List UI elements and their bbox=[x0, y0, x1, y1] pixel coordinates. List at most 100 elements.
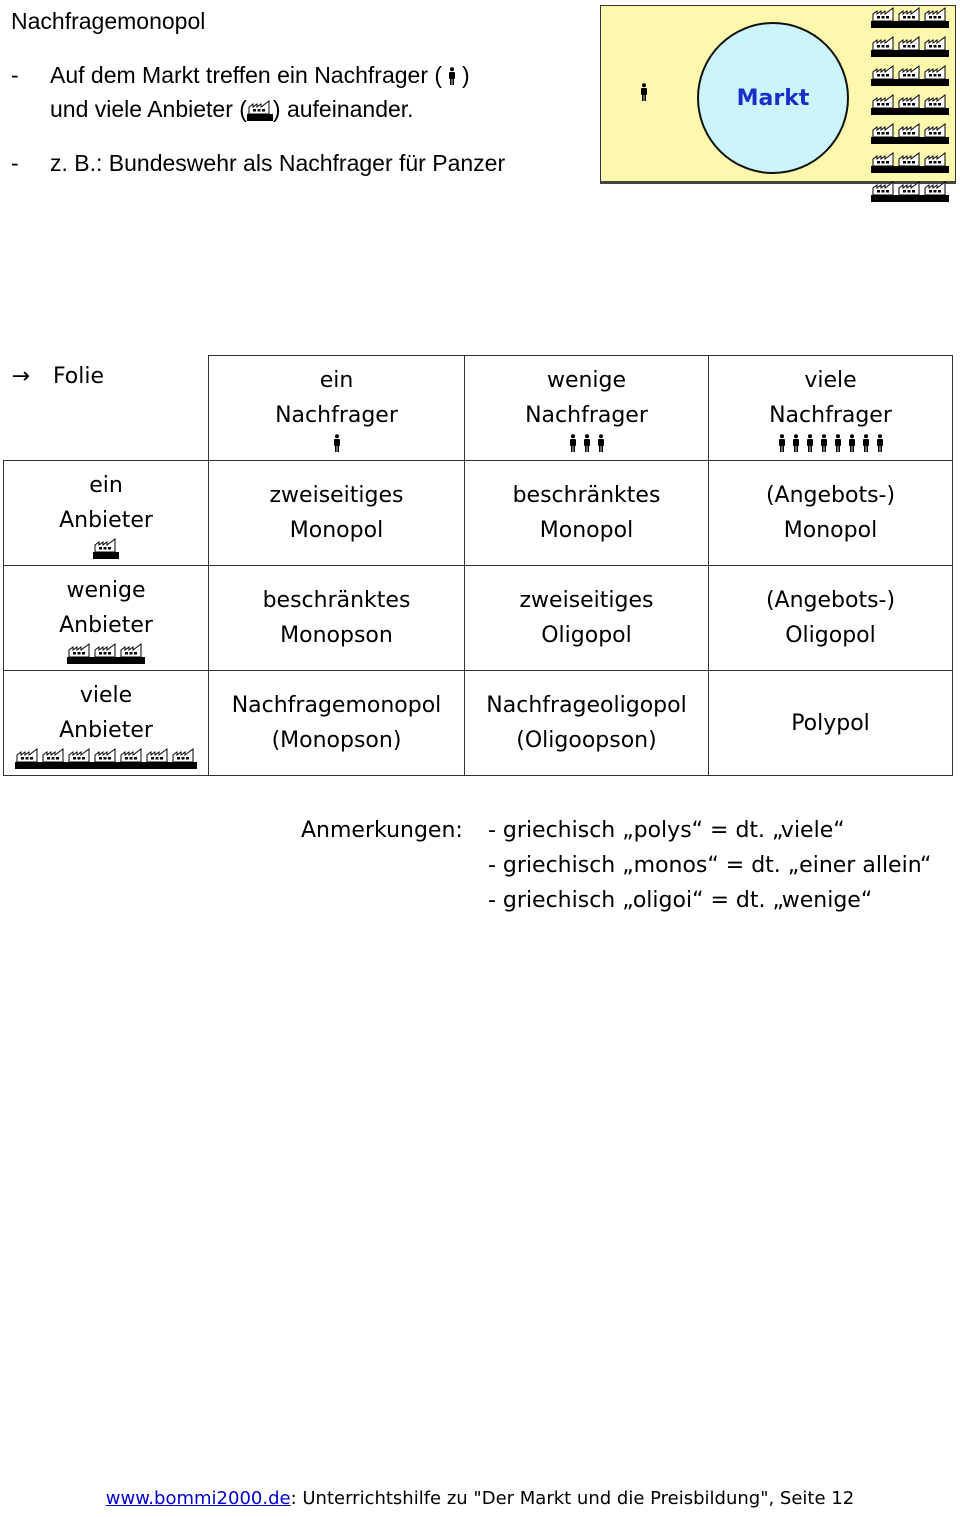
factory-icons bbox=[4, 537, 208, 559]
person-icon bbox=[569, 434, 577, 452]
table-cell: Nachfrageoligopol(Oligoopson) bbox=[464, 670, 709, 776]
factory-grid bbox=[871, 6, 949, 202]
notes-list: - griechisch „polys“ = dt. „viele“ - gri… bbox=[488, 813, 931, 918]
factory-icon bbox=[67, 642, 93, 664]
text: Oligopol bbox=[785, 623, 876, 648]
person-icon bbox=[792, 434, 800, 452]
person-icon bbox=[583, 434, 591, 452]
factory-icon bbox=[93, 642, 119, 664]
text: viele bbox=[79, 683, 133, 708]
text: Nachfragemonopol bbox=[231, 693, 442, 718]
factory-icon bbox=[897, 180, 923, 202]
person-icon bbox=[820, 434, 828, 452]
table-cell: Polypol bbox=[708, 670, 953, 776]
factory-icon bbox=[119, 642, 145, 664]
bullet-2: z. B.: Bundeswehr als Nachfrager für Pan… bbox=[50, 150, 506, 176]
factory-icon bbox=[871, 64, 897, 86]
factory-icon bbox=[871, 122, 897, 144]
text: Monopol bbox=[783, 518, 878, 543]
text: zweiseitiges bbox=[269, 483, 404, 508]
folie-label: Folie bbox=[52, 363, 105, 389]
person-icon bbox=[806, 434, 814, 452]
text: (Monopson) bbox=[271, 728, 402, 753]
factory-icon bbox=[93, 747, 119, 769]
person-icon bbox=[848, 434, 856, 452]
factory-icon bbox=[923, 6, 949, 28]
text: zweiseitiges bbox=[519, 588, 654, 613]
note-item: - griechisch „oligoi“ = dt. „wenige“ bbox=[488, 888, 873, 913]
factory-icon bbox=[897, 93, 923, 115]
factory-icon bbox=[897, 122, 923, 144]
person-icon bbox=[862, 434, 870, 452]
bullet-dash: - bbox=[11, 62, 19, 88]
factory-icon bbox=[871, 93, 897, 115]
text: (Angebots-) bbox=[765, 483, 896, 508]
person-icons bbox=[209, 433, 464, 453]
factory-icon bbox=[923, 35, 949, 57]
factory-icon bbox=[119, 747, 145, 769]
table-cell: (Angebots-) Monopol bbox=[708, 460, 953, 566]
footer: www.bommi2000.de: Unterrichtshilfe zu "D… bbox=[0, 1488, 960, 1509]
factory-icon bbox=[171, 747, 197, 769]
footer-text: : Unterrichtshilfe zu "Der Markt und die… bbox=[290, 1488, 855, 1509]
factory-icon bbox=[871, 151, 897, 173]
factory-icon bbox=[923, 122, 949, 144]
factory-icon bbox=[871, 180, 897, 202]
factory-icon bbox=[897, 64, 923, 86]
factory-icon bbox=[897, 35, 923, 57]
text: Oligopol bbox=[541, 623, 632, 648]
note-item: - griechisch „monos“ = dt. „einer allein… bbox=[488, 853, 932, 878]
text: Nachfrager bbox=[769, 403, 892, 428]
corner-cell: → Folie bbox=[3, 355, 209, 461]
factory-icon bbox=[923, 151, 949, 173]
factory-icon bbox=[871, 6, 897, 28]
note-item: - griechisch „polys“ = dt. „viele“ bbox=[488, 818, 845, 843]
arrow-icon: → bbox=[11, 363, 30, 389]
person-icon bbox=[640, 83, 648, 101]
market-circle: Markt bbox=[697, 22, 849, 174]
person-icon bbox=[876, 434, 884, 452]
text: Nachfrager bbox=[525, 403, 648, 428]
factory-icon bbox=[15, 747, 41, 769]
text: beschränktes bbox=[262, 588, 411, 613]
factory-icon bbox=[67, 747, 93, 769]
factory-icon bbox=[923, 64, 949, 86]
factory-icon bbox=[923, 180, 949, 202]
factory-icon bbox=[871, 35, 897, 57]
text: (Angebots-) bbox=[765, 588, 896, 613]
factory-icon bbox=[93, 537, 119, 559]
table-cell: (Angebots-) Oligopol bbox=[708, 565, 953, 671]
website-link[interactable]: www.bommi2000.de bbox=[105, 1488, 291, 1509]
text: Nachfrageoligopol bbox=[486, 693, 687, 718]
factory-icon bbox=[897, 6, 923, 28]
bullet-1-line-1: Auf dem Markt treffen ein Nachfrager ( ) bbox=[50, 62, 470, 89]
factory-icons bbox=[4, 642, 208, 664]
text: Monopson bbox=[280, 623, 393, 648]
factory-icon bbox=[145, 747, 171, 769]
text: ein bbox=[89, 473, 123, 498]
person-icons bbox=[709, 433, 952, 453]
factory-icon bbox=[923, 93, 949, 115]
text: wenige bbox=[546, 368, 627, 393]
text: Anbieter bbox=[59, 613, 153, 638]
person-icon bbox=[448, 66, 456, 85]
person-icons bbox=[465, 433, 708, 453]
table-cell: Nachfragemonopol (Monopson) bbox=[208, 670, 465, 776]
text: und viele Anbieter ( bbox=[50, 96, 247, 122]
text: ) aufeinander. bbox=[272, 96, 414, 122]
person-icon bbox=[333, 434, 341, 452]
text: Monopol bbox=[539, 518, 634, 543]
